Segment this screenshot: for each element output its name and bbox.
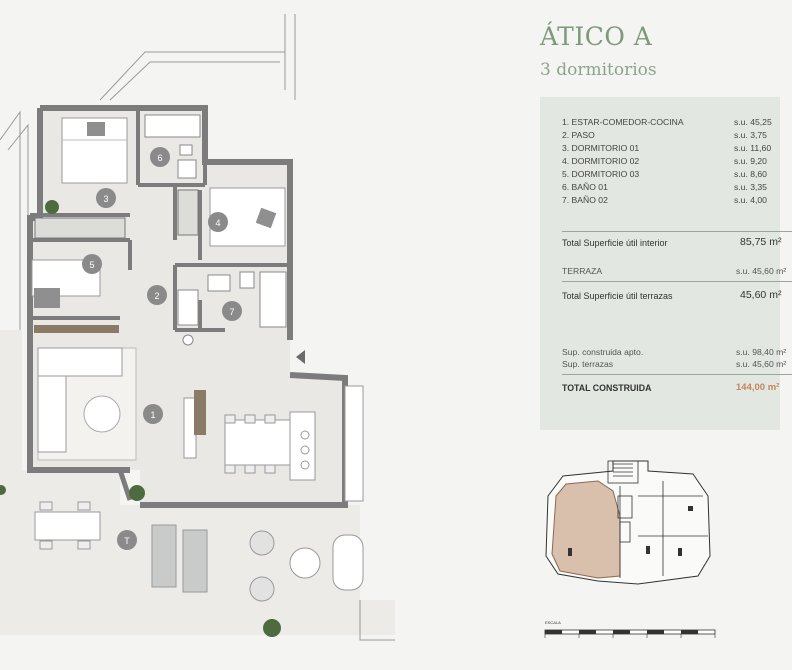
plants xyxy=(0,200,281,637)
page-subtitle: 3 dormitorios xyxy=(540,60,657,80)
key-plan xyxy=(545,460,711,585)
floor-plan: 1 2 3 4 5 6 7 T xyxy=(0,14,395,641)
sup-construida-value: s.u. 98,40 m² xyxy=(736,347,787,357)
room-marker-3[interactable]: 3 xyxy=(96,188,116,208)
scale-bar xyxy=(544,629,716,638)
room-marker-1[interactable]: 1 xyxy=(143,404,163,424)
sup-construida-label: Sup. construida apto. xyxy=(562,347,644,357)
terraza-value: s.u. 45,60 m² xyxy=(736,266,787,276)
svg-text:T: T xyxy=(124,536,130,546)
room-marker-4[interactable]: 4 xyxy=(208,212,228,232)
svg-text:1: 1 xyxy=(150,410,155,420)
apartment-highlight xyxy=(551,480,621,579)
terraza-label: TERRAZA xyxy=(562,266,603,276)
total-construida-value: 144,00 m² xyxy=(736,382,780,393)
total-terrazas-value: 45,60 m² xyxy=(740,289,782,301)
divider xyxy=(562,231,792,232)
dining-kitchen xyxy=(224,385,364,502)
total-interior-value: 85,75 m² xyxy=(740,236,782,248)
sup-terrazas-value: s.u. 45,60 m² xyxy=(736,359,787,369)
inner-walls xyxy=(30,108,290,332)
page-title: ÁTICO A xyxy=(540,22,653,51)
sup-terrazas-label: Sup. terrazas xyxy=(562,359,614,369)
room-marker-terrace[interactable]: T xyxy=(117,530,137,550)
divider xyxy=(562,374,792,375)
svg-text:5: 5 xyxy=(89,260,94,270)
wardrobes xyxy=(34,189,199,239)
bed-dorm-01 xyxy=(61,117,128,184)
svg-text:3: 3 xyxy=(103,194,108,204)
svg-text:7: 7 xyxy=(229,307,234,317)
living-furniture xyxy=(37,347,206,461)
total-construida-label: TOTAL CONSTRUIDA xyxy=(562,383,652,393)
total-terrazas-label: Total Superficie útil terrazas xyxy=(562,291,673,301)
divider xyxy=(562,281,792,282)
svg-text:4: 4 xyxy=(215,218,220,228)
terrace-furniture xyxy=(34,501,364,602)
svg-text:2: 2 xyxy=(154,291,159,301)
room-marker-7[interactable]: 7 xyxy=(222,301,242,321)
room-markers: 1 2 3 4 5 6 7 T xyxy=(82,147,242,550)
scale-label: ESCALA xyxy=(545,620,561,625)
room-marker-6[interactable]: 6 xyxy=(150,147,170,167)
bathroom-fixtures xyxy=(144,114,287,346)
room-marker-2[interactable]: 2 xyxy=(147,285,167,305)
room-marker-5[interactable]: 5 xyxy=(82,254,102,274)
total-interior-label: Total Superficie útil interior xyxy=(562,238,668,248)
entrance-arrow-icon xyxy=(296,350,305,364)
svg-text:6: 6 xyxy=(157,153,162,163)
